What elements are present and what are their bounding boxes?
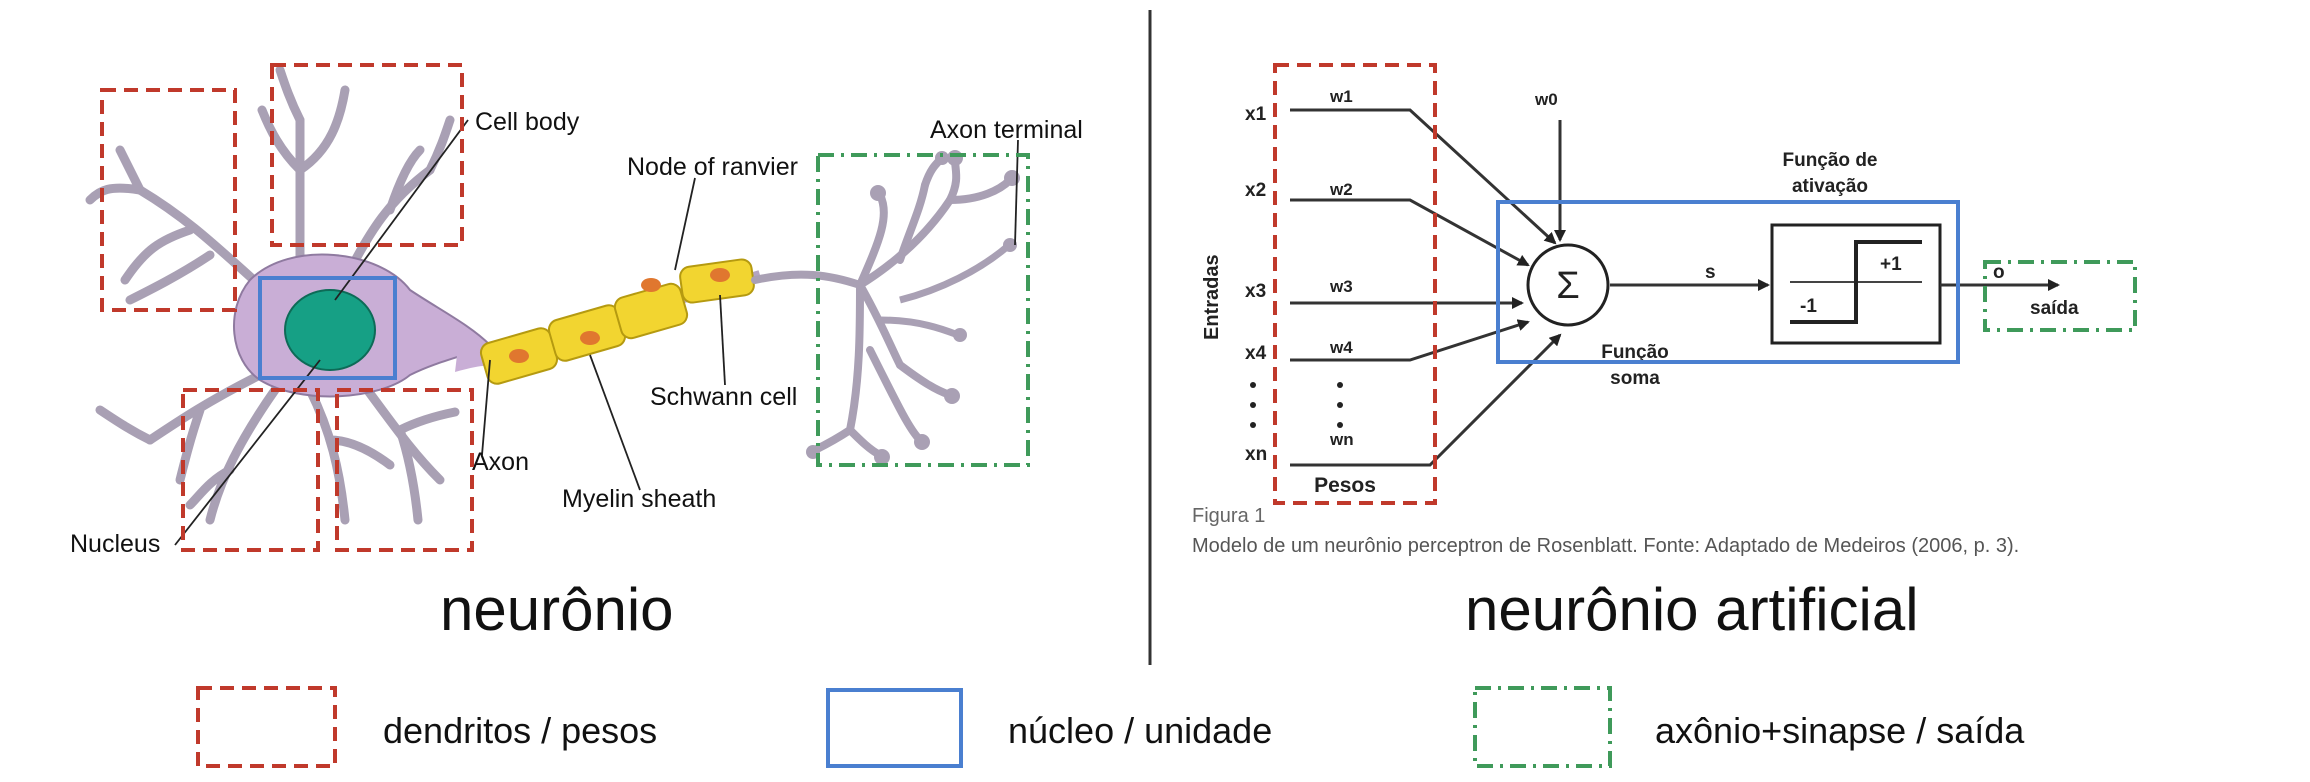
input-x3: x3	[1245, 281, 1266, 302]
figure-caption: Figura 1	[1192, 505, 1265, 527]
activation-step	[1790, 240, 1922, 324]
legend-label-axon: axônio+sinapse / saída	[1655, 710, 2025, 751]
weights-box	[1273, 63, 1437, 505]
output-box	[1983, 260, 2137, 332]
activation-high: +1	[1880, 254, 1902, 275]
activation-label-line1: Função de	[1782, 150, 1877, 171]
nucleus	[284, 289, 376, 371]
output-label: saída	[2030, 298, 2079, 319]
weights-label: Pesos	[1314, 474, 1376, 497]
weight-w4: w4	[1329, 338, 1353, 357]
legend-swatch-core	[826, 688, 963, 768]
sum-label-line1: Função	[1601, 342, 1669, 363]
axon-terminal-box	[816, 153, 1030, 467]
weight-w1: w1	[1329, 87, 1353, 106]
bias-w0: w0	[1534, 90, 1558, 109]
sum-symbol: Σ	[1556, 265, 1580, 307]
legend	[196, 686, 1612, 768]
label-myelin-sheath: Myelin sheath	[562, 485, 716, 513]
myelin-sheaths	[479, 258, 755, 385]
perceptron-diagram: x1 x2 x3 x4 xn Entradas w1 w2 w3 w4 wn w…	[1192, 63, 2137, 557]
sum-node	[1526, 243, 1610, 327]
signal-label: s	[1705, 262, 1716, 283]
output-symbol: o	[1993, 262, 2005, 283]
label-schwann-cell: Schwann cell	[650, 383, 797, 411]
neuron-title: neurônio	[440, 576, 674, 643]
weight-w3: w3	[1329, 277, 1353, 296]
dendrite-box-4	[335, 388, 474, 552]
label-axon: Axon	[472, 448, 529, 476]
artificial-neuron-title: neurônio artificial	[1465, 576, 1919, 643]
weight-wn: wn	[1329, 430, 1354, 449]
legend-label-core: núcleo / unidade	[1008, 710, 1273, 751]
label-nucleus: Nucleus	[70, 530, 160, 558]
nucleus-box	[258, 276, 397, 380]
dendrite-box-1	[100, 88, 237, 312]
weight-w2: w2	[1329, 180, 1353, 199]
input-x4: x4	[1245, 343, 1267, 364]
dendrite-box-3	[181, 388, 320, 552]
activation-low: -1	[1800, 296, 1817, 317]
input-x1: x1	[1245, 104, 1267, 125]
figure-description: Modelo de um neurônio perceptron de Rose…	[1192, 535, 2019, 557]
activation-label-line2: ativação	[1792, 176, 1868, 197]
input-connections	[1290, 108, 1566, 467]
label-cell-body: Cell body	[475, 108, 580, 136]
input-x2: x2	[1245, 180, 1266, 201]
input-ellipsis	[1250, 382, 1343, 428]
label-node-of-ranvier: Node of ranvier	[627, 153, 798, 181]
dendrite-box-2	[270, 63, 464, 247]
sum-label-line2: soma	[1610, 368, 1660, 389]
axon-terminal-branches	[751, 156, 1014, 459]
input-xn: xn	[1245, 444, 1267, 465]
label-axon-terminal: Axon terminal	[930, 116, 1083, 144]
legend-label-dendrites: dendritos / pesos	[383, 710, 658, 751]
schwann-nuclei	[509, 268, 730, 363]
unit-box	[1496, 200, 1960, 364]
biological-neuron: Cell body Node of ranvier Axon terminal …	[70, 63, 1083, 558]
legend-swatch-axon	[1473, 686, 1612, 768]
inputs-axis-label: Entradas	[1201, 254, 1223, 340]
dendrite-boxes	[100, 63, 474, 552]
legend-swatch-dendrites	[196, 686, 337, 768]
